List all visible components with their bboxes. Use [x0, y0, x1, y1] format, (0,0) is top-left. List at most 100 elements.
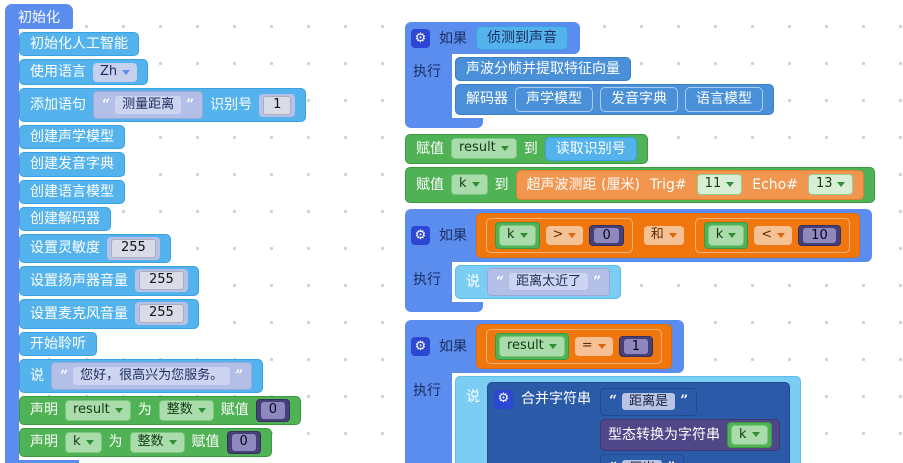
hat-block-init[interactable]: 初始化 — [5, 4, 73, 29]
logic-operator-dropdown[interactable]: 和 — [643, 225, 684, 245]
variable-dropdown-result[interactable]: result — [499, 335, 565, 357]
string-value[interactable]: 距离太近了 — [509, 272, 589, 291]
variable-dropdown-result[interactable]: result — [65, 400, 131, 421]
number-value[interactable]: 0 — [594, 227, 619, 243]
number-block-zero[interactable]: 0 — [255, 399, 291, 422]
block-start-listening[interactable]: 开始聆听 — [19, 331, 97, 357]
block-logic-and[interactable]: k > 0 和 — [476, 212, 860, 258]
string-block-greeting[interactable]: “ 您好，很高兴为您服务。 ” — [51, 362, 253, 391]
variable-dropdown-result[interactable]: result — [451, 138, 517, 160]
mutator-gear-icon[interactable]: ⚙ — [494, 389, 513, 409]
variable-socket[interactable]: k — [703, 221, 749, 249]
number-block-mic[interactable]: 255 — [135, 302, 188, 326]
block-create-dict[interactable]: 创建发音字典 — [19, 152, 125, 177]
block-say-too-near[interactable]: 说 “ 距离太近了 ” — [455, 264, 622, 299]
block-declare-result[interactable]: 声明 result 为 整数 赋值 0 — [19, 396, 302, 425]
block-cast-to-string[interactable]: 型态转换为字符串 k — [600, 418, 780, 452]
block-set-speaker-volume[interactable]: 设置扬声器音量 255 — [19, 265, 199, 296]
echo-pin-dropdown[interactable]: 13 — [807, 174, 854, 196]
block-acoustic-model-arg[interactable]: 声学模型 — [515, 87, 593, 112]
block-compare[interactable]: result = 1 — [486, 328, 662, 364]
operator-dropdown[interactable]: < — [754, 225, 793, 245]
number-value[interactable]: 1 — [263, 95, 292, 115]
block-add-phrase[interactable]: 添加语句 “ 测量距离 ” 识别号 1 — [19, 88, 307, 123]
string-value[interactable]: 厘米 — [622, 459, 663, 463]
type-dropdown[interactable]: 整数 — [129, 431, 185, 453]
block-language-model-arg[interactable]: 语言模型 — [685, 87, 763, 112]
variable-socket[interactable]: result — [495, 332, 569, 360]
number-value[interactable]: 0 — [260, 402, 286, 419]
number-block[interactable]: 10 — [798, 224, 841, 246]
block-label: 设置扬声器音量 — [30, 272, 128, 289]
dropdown-arrow-icon — [197, 407, 206, 413]
number-block-id[interactable]: 1 — [259, 93, 296, 117]
block-compare-k-lt-10[interactable]: k < 10 — [694, 217, 850, 253]
block-concat-strings[interactable]: ⚙ 合并字符串 “ 距离是 ” 型态转换为字符串 — [487, 381, 790, 463]
language-dropdown[interactable]: Zh — [93, 62, 138, 82]
number-value[interactable]: 1 — [623, 338, 648, 354]
number-block-speaker[interactable]: 255 — [135, 269, 188, 293]
block-label: 超声波测距 (厘米) — [526, 176, 640, 193]
variable-socket[interactable]: k — [727, 421, 772, 449]
block-init-ai[interactable]: 初始化人工智能 — [19, 32, 139, 57]
block-create-langmodel[interactable]: 创建语言模型 — [19, 179, 125, 204]
block-say-greeting[interactable]: 说 “ 您好，很高兴为您服务。 ” — [19, 359, 264, 394]
block-sound-detected[interactable]: 侦测到声音 — [476, 26, 568, 51]
block-feature-extract[interactable]: 声波分帧并提取特征向量 — [455, 57, 631, 82]
operator-dropdown[interactable]: > — [545, 225, 584, 245]
init-stack: 初始化 初始化人工智能 使用语言 Zh 添加语句 “ — [5, 4, 307, 463]
operator-dropdown[interactable]: = — [574, 336, 613, 356]
variable-dropdown-k[interactable]: k — [499, 224, 536, 246]
variable-dropdown-k[interactable]: k — [707, 224, 745, 246]
block-create-acoustic[interactable]: 创建声学模型 — [19, 125, 125, 150]
block-label: 声明 — [30, 402, 58, 419]
string-block-cm[interactable]: “ 厘米 ” — [600, 454, 685, 463]
number-value[interactable]: 10 — [803, 227, 836, 243]
variable-dropdown-k[interactable]: k — [451, 174, 488, 196]
mutator-gear-icon[interactable]: ⚙ — [411, 225, 430, 245]
block-assign-k[interactable]: 赋值 k 到 超声波测距 (厘米) Trig# 11 Echo# 13 — [405, 166, 876, 203]
if-block-result-equals-1[interactable]: ⚙ 如果 result = — [405, 319, 801, 463]
trig-pin-dropdown[interactable]: 11 — [696, 174, 743, 196]
block-declare-k[interactable]: 声明 k 为 整数 赋值 0 — [19, 427, 272, 457]
type-dropdown[interactable]: 整数 — [158, 400, 214, 421]
if-block-distance-near[interactable]: ⚙ 如果 k > — [405, 208, 872, 312]
number-value[interactable]: 255 — [111, 238, 156, 258]
block-create-decoder[interactable]: 创建解码器 — [19, 206, 111, 231]
block-ultrasonic-distance[interactable]: 超声波测距 (厘米) Trig# 11 Echo# 13 — [515, 169, 865, 200]
block-use-language[interactable]: 使用语言 Zh — [19, 59, 149, 86]
number-block[interactable]: 1 — [618, 335, 653, 357]
string-value[interactable]: 测量距离 — [115, 96, 182, 114]
block-pronounce-dict-arg[interactable]: 发音字典 — [600, 87, 678, 112]
number-block[interactable]: 0 — [589, 224, 624, 246]
string-block-distance-is[interactable]: “ 距离是 ” — [600, 387, 698, 416]
block-say-distance[interactable]: 说 ⚙ 合并字符串 “ 距离是 ” — [455, 375, 801, 463]
string-block-too-near[interactable]: “ 距离太近了 ” — [487, 267, 611, 296]
number-value[interactable]: 255 — [139, 304, 184, 324]
mutator-gear-icon[interactable]: ⚙ — [411, 28, 430, 48]
block-label: 声学模型 — [526, 91, 582, 108]
if-block-sound-detected[interactable]: ⚙ 如果 侦测到声音 执行 声波分帧并提取特征向量 解码器 — [405, 22, 774, 128]
dropdown-value: 和 — [650, 226, 664, 242]
exec-keyword: 执行 — [413, 64, 441, 81]
string-block-phrase[interactable]: “ 测量距离 ” — [93, 91, 204, 120]
block-compare-result-eq-1[interactable]: result = 1 — [476, 323, 672, 369]
block-read-recognition-id[interactable]: 读取识别号 — [544, 136, 637, 161]
variable-dropdown-k[interactable]: k — [65, 431, 102, 453]
number-block-sensitivity[interactable]: 255 — [107, 236, 160, 260]
number-value[interactable]: 255 — [139, 271, 184, 291]
main-stack: ⚙ 如果 侦测到声音 执行 声波分帧并提取特征向量 解码器 — [405, 22, 876, 463]
block-compare-k-gt-0[interactable]: k > 0 — [486, 217, 633, 253]
variable-socket[interactable]: k — [495, 221, 540, 249]
mutator-gear-icon[interactable]: ⚙ — [411, 336, 430, 356]
number-block-zero[interactable]: 0 — [226, 430, 261, 454]
variable-dropdown-k[interactable]: k — [731, 424, 768, 446]
block-assign-result[interactable]: 赋值 result 到 读取识别号 — [405, 133, 648, 164]
string-value[interactable]: 您好，很高兴为您服务。 — [73, 367, 231, 385]
block-set-sensitivity[interactable]: 设置灵敏度 255 — [19, 233, 171, 263]
string-value[interactable]: 距离是 — [622, 392, 676, 411]
block-set-mic-volume[interactable]: 设置麦克风音量 255 — [19, 298, 199, 329]
block-decoder[interactable]: 解码器 声学模型 发音字典 语言模型 — [455, 84, 774, 115]
number-value[interactable]: 0 — [231, 433, 256, 451]
